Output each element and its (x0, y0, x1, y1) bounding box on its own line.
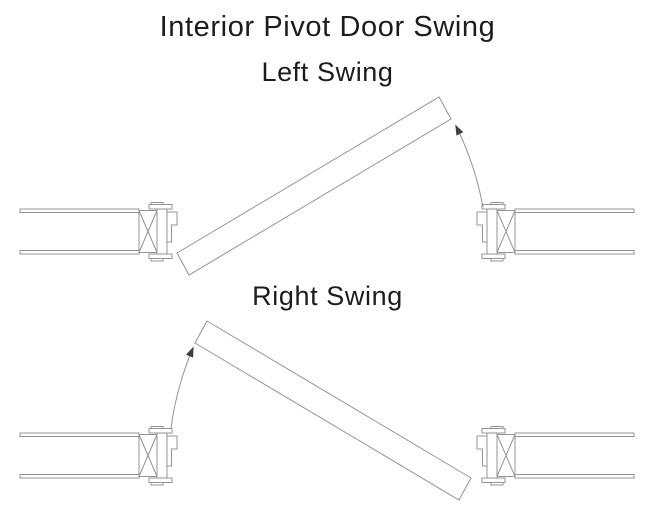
swing-arc (455, 124, 484, 208)
wall-assembly-left (19, 426, 178, 486)
wall-assembly-right (476, 426, 635, 486)
door-panel (176, 96, 452, 276)
wall-assembly-left (19, 202, 178, 262)
swing-arc (170, 346, 194, 429)
door-panel (194, 320, 472, 501)
page-title: Interior Pivot Door Swing (159, 11, 496, 43)
left-swing-diagram (19, 96, 635, 276)
left-swing-label: Left Swing (261, 57, 394, 87)
right-swing-diagram (19, 320, 635, 501)
wall-assembly-right (476, 202, 635, 262)
right-swing-label: Right Swing (252, 281, 403, 311)
